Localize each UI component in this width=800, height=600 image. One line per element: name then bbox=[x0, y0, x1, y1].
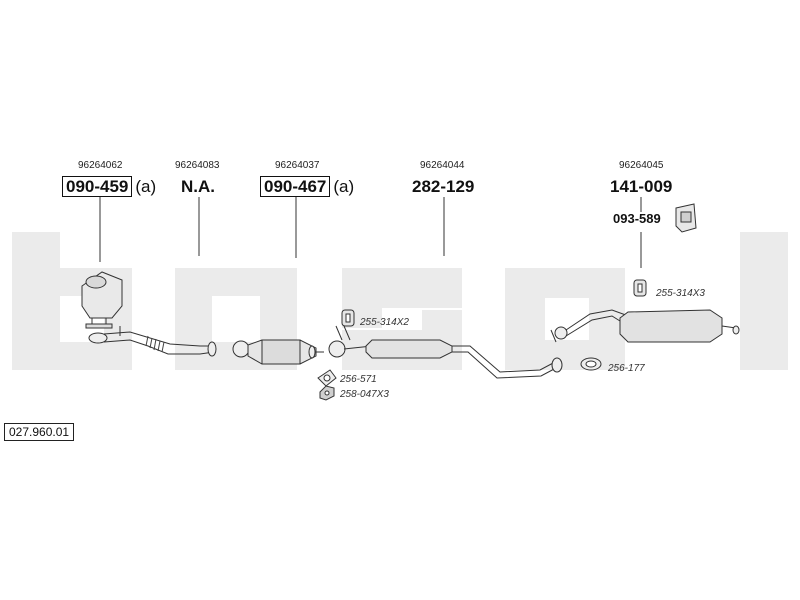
mounting-kit-number[interactable]: 093-589 bbox=[613, 211, 661, 226]
oem-number-4: 96264044 bbox=[420, 160, 465, 171]
accessory-label-4: 255-314X3 bbox=[656, 288, 705, 299]
mounting-bracket-part bbox=[675, 203, 697, 233]
rear-silencer-part bbox=[554, 309, 740, 343]
part-number-3[interactable]: 090-467(a) bbox=[260, 176, 354, 197]
rubber-hanger-icon bbox=[341, 309, 355, 327]
oem-number-2: 96264083 bbox=[175, 160, 220, 171]
accessory-label-2: 256-571 bbox=[340, 374, 377, 385]
centre-silencer-part bbox=[328, 339, 563, 379]
front-pipe-part bbox=[88, 326, 217, 357]
bolt-icon bbox=[335, 325, 557, 343]
catalytic-converter-part bbox=[232, 339, 324, 365]
gasket-icon bbox=[317, 369, 337, 387]
oem-number-3: 96264037 bbox=[275, 160, 320, 171]
accessory-label-5: 256-177 bbox=[608, 363, 645, 374]
part-number-5[interactable]: 141-009 bbox=[610, 177, 673, 196]
part-number-2: N.A. bbox=[181, 177, 215, 196]
rubber-hanger-icon bbox=[633, 279, 647, 297]
accessory-label-3: 258-047X3 bbox=[340, 389, 389, 400]
part-number-4[interactable]: 282-129 bbox=[412, 177, 475, 196]
accessory-label-1: 255-314X2 bbox=[360, 317, 409, 328]
nut-icon bbox=[319, 385, 335, 401]
oem-number-1: 96264062 bbox=[78, 160, 123, 171]
diagram-code: 027.960.01 bbox=[4, 423, 75, 441]
part-number-1[interactable]: 090-459(a) bbox=[62, 176, 156, 197]
part-number-3-suffix: (a) bbox=[333, 177, 355, 196]
part-number-1-suffix: (a) bbox=[135, 177, 157, 196]
manifold-catalyst-part bbox=[81, 271, 123, 329]
part-number-1-value[interactable]: 090-459 bbox=[62, 176, 133, 197]
part-number-3-value[interactable]: 090-467 bbox=[260, 176, 331, 197]
oem-number-5: 96264045 bbox=[619, 160, 664, 171]
gasket-icon bbox=[580, 357, 602, 371]
